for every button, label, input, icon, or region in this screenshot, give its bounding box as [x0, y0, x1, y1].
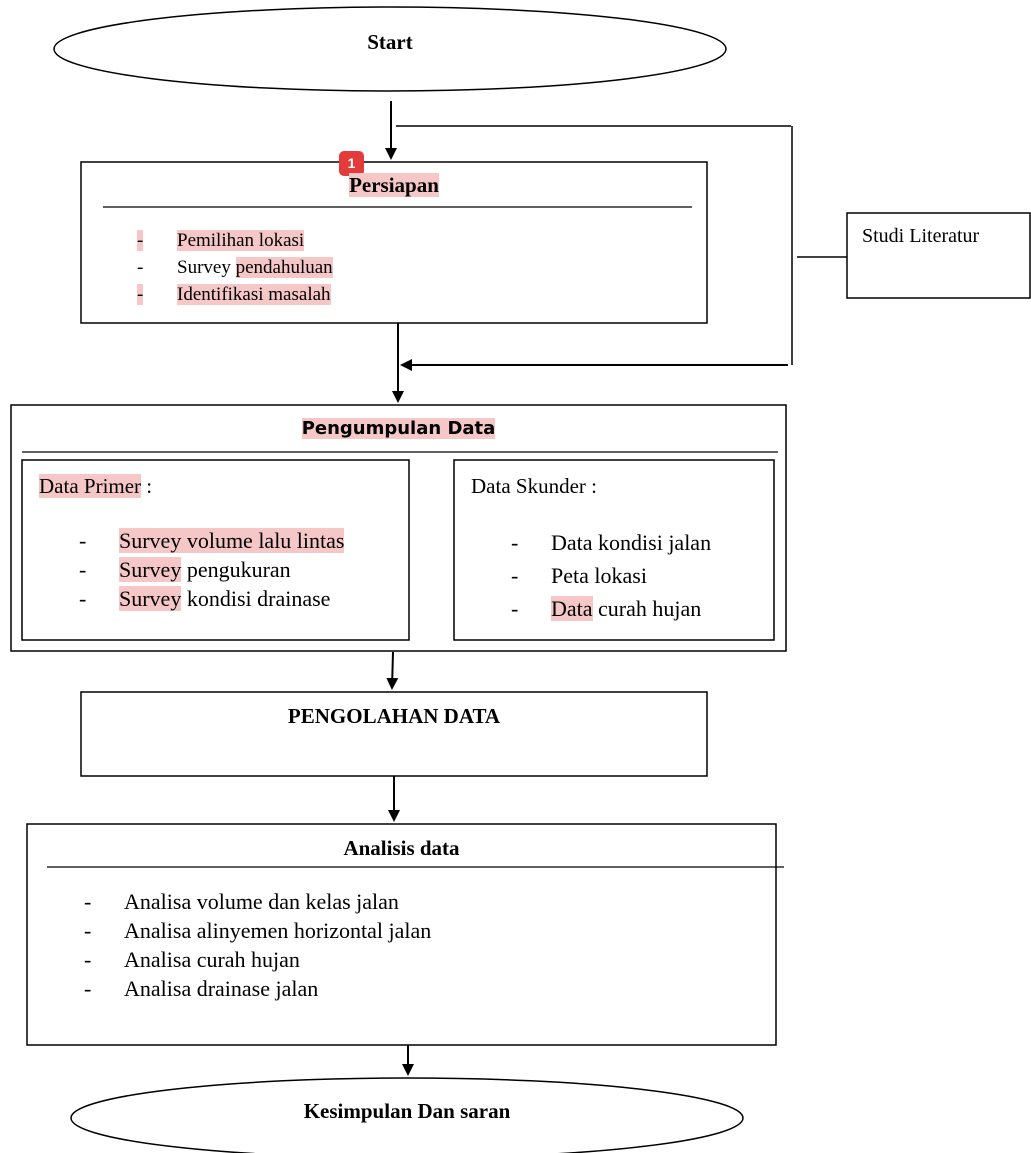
item-text-highlight: pendahuluan — [235, 257, 333, 278]
dash: - — [84, 976, 92, 1001]
list-item: - Data kondisi jalan — [511, 526, 711, 559]
start-ellipse — [53, 6, 727, 92]
item-text-highlight: Survey volume lalu lintas — [119, 528, 345, 553]
dash: - — [84, 918, 92, 943]
list-item: - Identifikasi masalah — [137, 281, 333, 308]
item-text: Analisa volume dan kelas jalan — [124, 889, 399, 914]
kesimpulan-ellipse — [70, 1077, 744, 1153]
arrow-pengumpulan-pengolahan — [386, 651, 399, 690]
start-label: Start — [367, 30, 413, 54]
primer-box — [21, 459, 410, 641]
item-text: Survey — [177, 257, 236, 278]
pengolahan-title: PENGOLAHAN DATA — [287, 704, 501, 728]
dash: - — [511, 530, 519, 555]
dash: - — [84, 889, 92, 914]
item-text: kondisi drainase — [181, 586, 331, 611]
list-item: - Peta lokasi — [511, 559, 711, 592]
persiapan-list: - Pemilihan lokasi - Survey pendahuluan - I… — [137, 227, 333, 308]
kesimpulan-label: Kesimpulan Dan saran — [303, 1099, 511, 1123]
dash: - — [79, 586, 87, 611]
persiapan-title: Persiapan — [81, 173, 707, 198]
item-text: Identifikasi masalah — [177, 284, 331, 305]
list-item: - Analisa curah hujan — [84, 945, 431, 974]
dash: - — [79, 557, 87, 582]
list-item: - Analisa volume dan kelas jalan — [84, 887, 431, 916]
list-item: - Survey pengukuran — [79, 555, 344, 584]
item-text: Peta lokasi — [551, 563, 647, 588]
item-text: Analisa drainase jalan — [124, 976, 319, 1001]
studi-box — [846, 212, 1031, 299]
item-text: Analisa alinyemen horizontal jalan — [124, 918, 432, 943]
analisis-title: Analisis data — [343, 836, 460, 860]
dash: - — [84, 947, 92, 972]
item-text-highlight: Survey — [119, 557, 182, 582]
list-item: - Data curah hujan — [511, 592, 711, 625]
list-item: - Pemilihan lokasi — [137, 227, 333, 254]
pengumpulan-title: Pengumpulan Data — [11, 418, 786, 439]
item-text: pengukuran — [181, 557, 291, 582]
item-text: curah hujan — [592, 596, 702, 621]
dash: - — [511, 563, 519, 588]
persiapan-box — [80, 161, 708, 324]
analisis-list: - Analisa volume dan kelas jalan - Analisa… — [84, 887, 431, 1003]
list-item: - Survey kondisi drainase — [79, 584, 344, 613]
dash: - — [137, 230, 144, 251]
item-text: Data kondisi jalan — [551, 530, 712, 555]
pengumpulan-box — [10, 404, 787, 652]
list-item: - Analisa drainase jalan — [84, 974, 431, 1003]
dash: - — [137, 257, 144, 278]
list-item: - Survey pendahuluan — [137, 254, 333, 281]
primer-heading-suffix: : — [141, 474, 153, 498]
skunder-heading: Data Skunder : — [471, 474, 597, 498]
primer-heading-text: Data Primer — [39, 474, 142, 498]
persiapan-title-text: Persiapan — [349, 173, 439, 197]
analisis-box — [26, 823, 777, 1046]
item-text: Pemilihan lokasi — [177, 230, 305, 251]
dash: - — [79, 528, 87, 553]
list-item: - Analisa alinyemen horizontal jalan — [84, 916, 431, 945]
item-text-highlight: Data — [551, 596, 593, 621]
pengumpulan-title-text: Pengumpulan Data — [301, 418, 496, 439]
list-item: - Survey volume lalu lintas — [79, 526, 345, 555]
skunder-list: - Data kondisi jalan - Peta lokasi - Data c… — [511, 526, 711, 625]
studi-label: Studi Literatur — [862, 225, 980, 247]
item-text-highlight: Survey — [119, 586, 182, 611]
annotation-badge[interactable]: 1 — [339, 151, 364, 176]
primer-heading: Data Primer : — [39, 472, 152, 501]
dash: - — [511, 596, 519, 621]
dash: - — [137, 284, 144, 305]
skunder-box — [453, 459, 775, 641]
item-text: Analisa curah hujan — [124, 947, 300, 972]
primer-list: - Survey volume lalu lintas - Survey pengu… — [79, 526, 345, 613]
